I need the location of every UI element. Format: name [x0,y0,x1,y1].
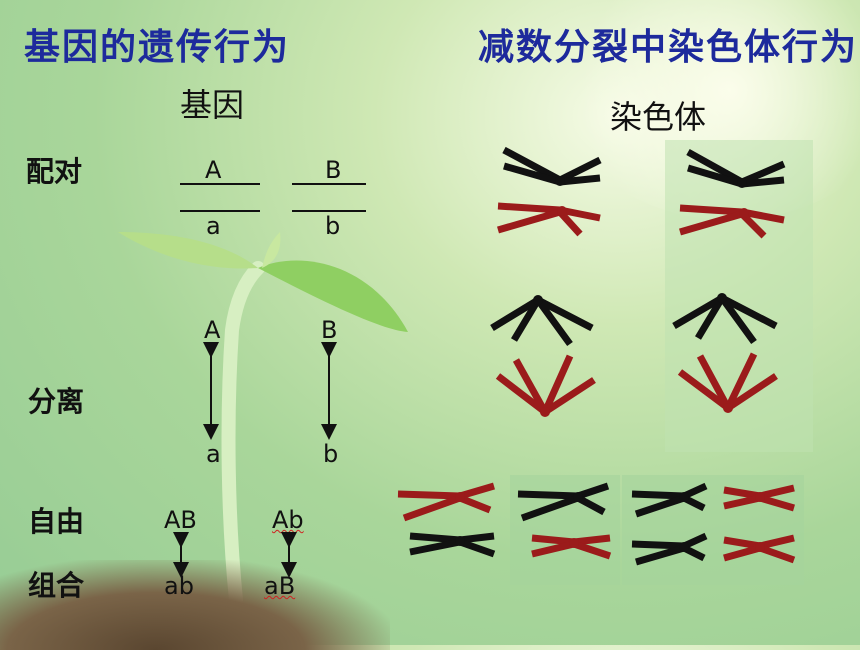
chromosome-combination-1 [397,482,496,558]
chromosome-combination-4 [723,484,796,564]
chromosome-combination-2 [517,482,612,560]
soil [0,560,390,650]
gene-a-separate: a [206,440,221,468]
gene-b-pair: b [325,212,341,240]
pair-line-left-top [180,183,260,185]
gene-header: 基因 [180,86,245,124]
label-free: 自由 [28,505,85,538]
pair-line-left-bottom [180,210,260,212]
gene-b-separate: b [323,440,339,468]
label-combination: 组合 [28,569,85,602]
chromosome-pair-2 [679,148,786,239]
gene-Ab: Ab [272,506,304,534]
chromosome-header: 染色体 [610,98,707,136]
title-chromosome-behavior: 减数分裂中染色体行为 [478,26,859,68]
pair-line-right-bottom [292,210,366,212]
chromosome-separation-1 [490,295,596,417]
gene-B-pair: B [325,156,342,184]
title-gene-behavior: 基因的遗传行为 [24,26,291,68]
gene-A-pair: A [205,156,222,184]
gene-AB: AB [164,506,197,534]
label-pairing: 配对 [26,155,83,188]
gene-A-separate: A [204,316,221,344]
gene-a-pair: a [206,212,221,240]
chromosome-separation-2 [672,293,778,413]
pair-line-right-top [292,183,366,185]
gene-B-separate: B [321,316,338,344]
chromosome-combination-3 [631,482,708,566]
label-separation: 分离 [28,385,85,418]
chromosome-pair-1 [497,146,602,237]
